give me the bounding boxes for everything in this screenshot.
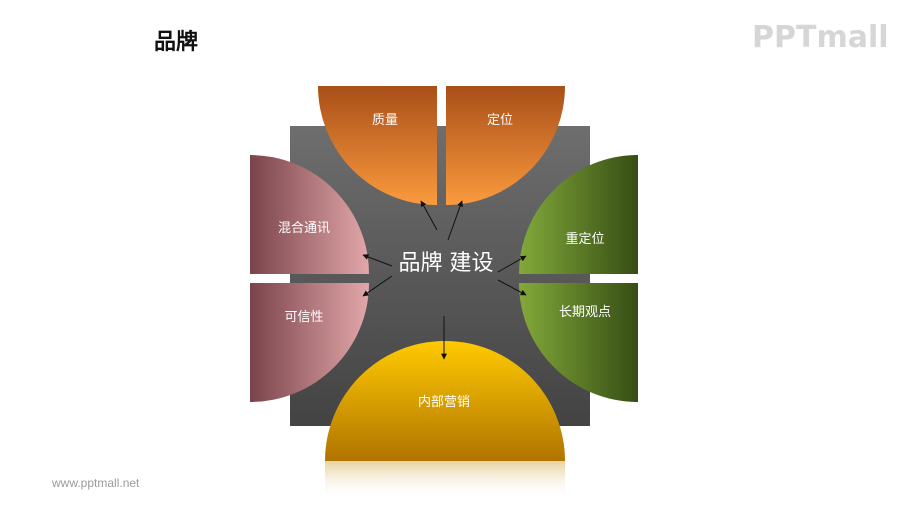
- arrow-to-mixed-communication: [362, 254, 393, 267]
- footer-url: www.pptmall.net: [52, 476, 140, 490]
- pptmall-logo: PPTmall: [752, 20, 889, 55]
- arrows: [362, 200, 527, 360]
- label-mixed-communication: 混合通讯: [278, 221, 330, 236]
- segment-long-term-view: [519, 283, 638, 402]
- label-repositioning: 重定位: [565, 231, 604, 247]
- segment-internal-marketing: [325, 341, 565, 461]
- page-title: 品牌: [154, 30, 199, 55]
- label-internal-marketing: 内部营销: [418, 394, 470, 410]
- segment-credibility: [250, 283, 369, 402]
- label-long-term-view: 长期观点: [559, 305, 611, 320]
- segment-repositioning: [519, 155, 638, 274]
- center-label: 品牌 建设: [399, 251, 494, 276]
- arrow-to-positioning: [447, 200, 463, 241]
- label-quality: 质量: [372, 113, 398, 128]
- segment-mixed-communication: [250, 155, 369, 274]
- segment-internal-marketing-reflection: [325, 461, 565, 500]
- label-credibility: 可信性: [284, 310, 323, 325]
- segment-positioning: [446, 86, 565, 205]
- arrow-to-quality: [420, 200, 438, 231]
- arrow-to-repositioning: [497, 255, 527, 273]
- label-positioning: 定位: [487, 113, 513, 128]
- segment-quality: [318, 86, 437, 205]
- arrow-to-long-term-view: [497, 279, 527, 296]
- arrow-to-credibility: [362, 275, 393, 297]
